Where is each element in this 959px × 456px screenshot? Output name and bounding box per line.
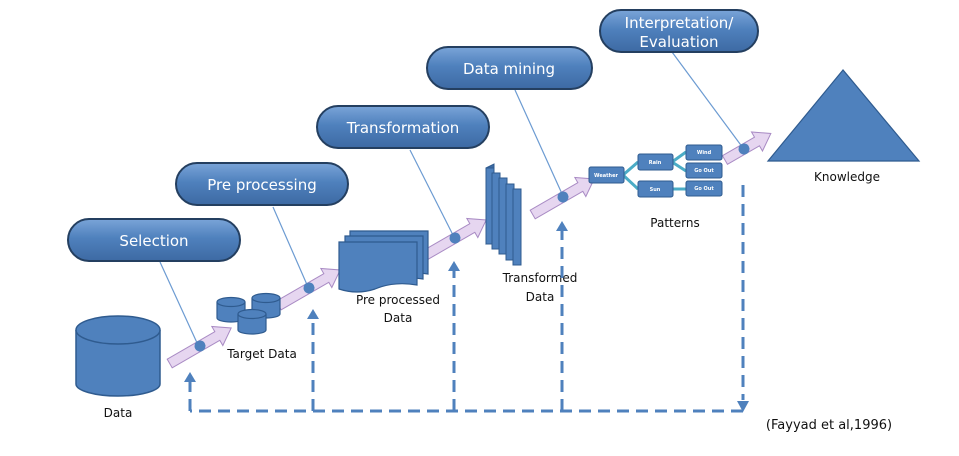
stage-label-patterns: Patterns [650,216,699,230]
stacked-pages-icon [485,163,522,266]
tree-leaf-label: Go Out [694,186,714,192]
tree-leaf-label: Go Out [694,168,714,174]
tree-branch-label: Sun [650,187,661,193]
stacked-documents-icon [338,230,429,293]
citation: (Fayyad et al,1996) [766,418,892,433]
connector-datamining [514,89,564,197]
tree-node-branch: Rain [637,153,674,171]
tree-links [621,150,687,191]
flow-arrow-3 [421,217,487,261]
flow-arrow-4 [529,176,595,220]
step-pill-interpretation: Interpretation/ Evaluation [599,9,759,53]
database-cylinder-icon [75,315,161,397]
step-label-selection: Selection [119,232,188,250]
tree-root-label: Weather [594,173,618,179]
tree-leaf-label: Wind [697,150,712,156]
arrow-up-icon [448,261,460,271]
arrow-up-icon [307,309,319,319]
knowledge-triangle-icon [766,69,921,162]
flow-arrow-2 [275,267,341,311]
arrow-up-icon [184,372,196,382]
three-cylinders-icon [216,292,281,335]
arrow-up-icon [556,221,568,231]
stage-label-preprocessed-2: Data [384,311,413,325]
stage-label-target-data: Target Data [226,347,297,361]
stage-label-knowledge: Knowledge [814,170,880,184]
step-label-interpretation-1: Interpretation/ [625,14,735,32]
flow-arrow-5 [721,131,772,166]
tree-node-leaf: Wind [685,144,723,161]
flow-arrow-1 [166,325,232,369]
connector-preprocessing [272,206,309,288]
tree-node-leaf: Go Out [685,162,723,179]
connector-transformation [409,149,455,238]
connector-selection [159,261,199,346]
small-cylinder-icon [216,296,246,323]
flow-arrows [166,131,772,369]
tree-node-branch: Sun [637,180,674,198]
flow-dot-2 [303,282,315,294]
stage-label-preprocessed-1: Pre processed [356,293,440,307]
flow-dot-3 [449,232,461,244]
step-pill-datamining: Data mining [426,46,593,90]
step-label-preprocessing: Pre processing [207,176,316,194]
tree-node-leaf: Go Out [685,180,723,197]
stage-label-data: Data [104,406,133,420]
step-label-transformation: Transformation [346,119,460,137]
tree-branch-label: Rain [649,160,662,166]
step-pill-selection: Selection [67,218,241,262]
step-pill-preprocessing: Pre processing [175,162,349,206]
connectors [159,51,744,346]
stage-label-transformed-2: Data [526,290,555,304]
stage-label-transformed-1: Transformed [502,271,578,285]
step-label-datamining: Data mining [463,60,555,78]
step-label-interpretation-2: Evaluation [639,33,718,51]
feedback-loop [188,185,745,413]
feedback-arrowheads [184,221,749,412]
step-pill-transformation: Transformation [316,105,490,149]
flow-dot-5 [738,143,750,155]
flow-dot-4 [557,191,569,203]
small-cylinder-icon [237,308,267,335]
flow-dot-1 [194,340,206,352]
decision-tree-icon: Weather Rain Sun Wind Go Out Go Out [588,144,723,198]
arrow-down-icon [737,401,749,412]
connector-interpretation [671,51,744,149]
tree-node-root: Weather [588,166,625,184]
